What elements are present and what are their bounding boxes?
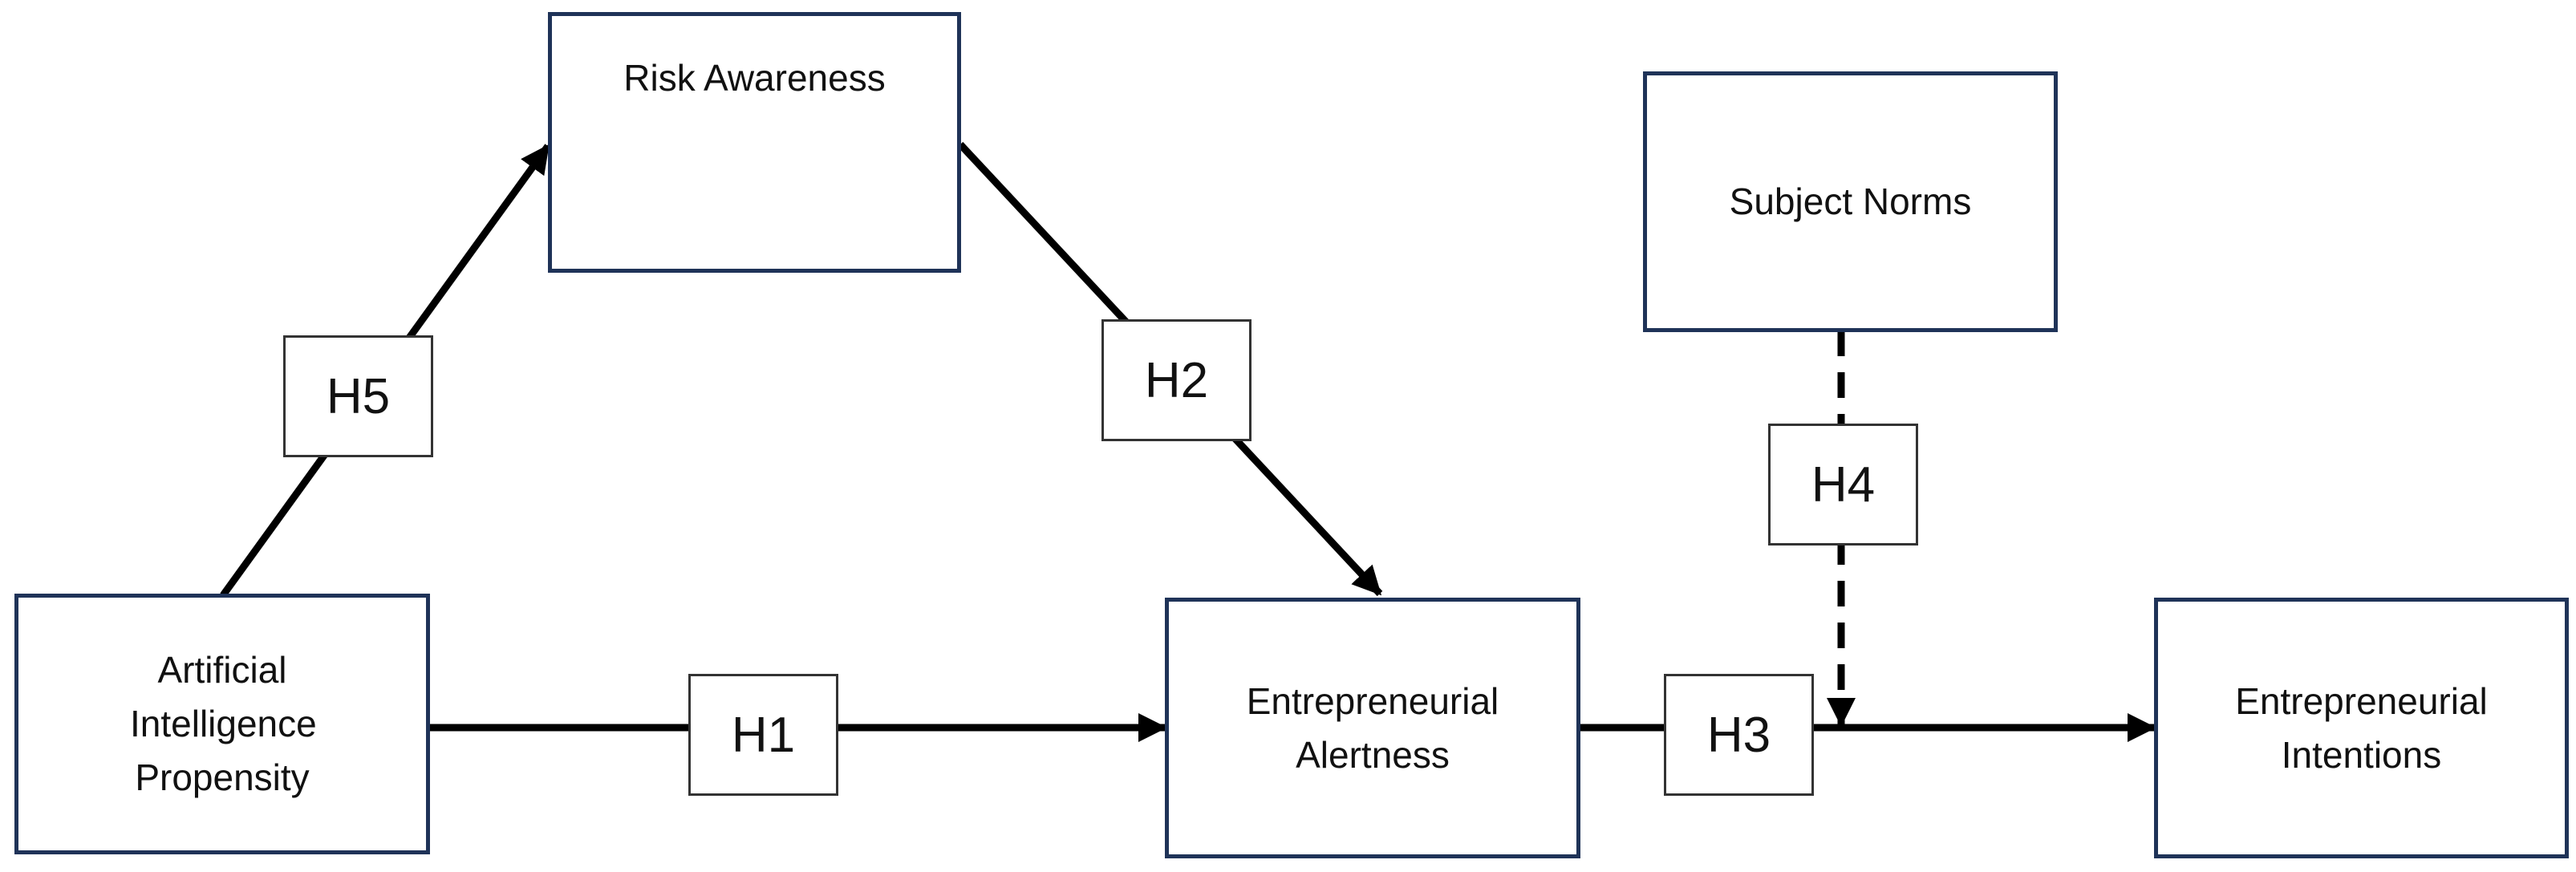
- node-entrepreneurial-alertness-label: Entrepreneurial Alertness: [1246, 679, 1499, 776]
- node-risk-awareness: Risk Awareness: [548, 12, 961, 273]
- node-ai-propensity: Artificial Intelligence Propensity: [14, 594, 430, 854]
- node-ai-propensity-label: Artificial Intelligence Propensity: [130, 649, 317, 798]
- hypothesis-label-h2: H2: [1101, 319, 1251, 441]
- hypothesis-label-h3: H3: [1664, 674, 1814, 796]
- hypothesis-label-h5: H5: [283, 335, 433, 457]
- hypothesis-label-h4: H4: [1768, 424, 1918, 546]
- node-entrepreneurial-intentions-label: Entrepreneurial Intentions: [2235, 679, 2488, 776]
- node-subject-norms-label: Subject Norms: [1729, 180, 1972, 223]
- node-entrepreneurial-intentions: Entrepreneurial Intentions: [2154, 598, 2569, 858]
- hypothesis-label-h1: H1: [688, 674, 838, 796]
- node-risk-awareness-label: Risk Awareness: [623, 57, 886, 99]
- node-subject-norms: Subject Norms: [1643, 71, 2058, 332]
- node-entrepreneurial-alertness: Entrepreneurial Alertness: [1165, 598, 1580, 858]
